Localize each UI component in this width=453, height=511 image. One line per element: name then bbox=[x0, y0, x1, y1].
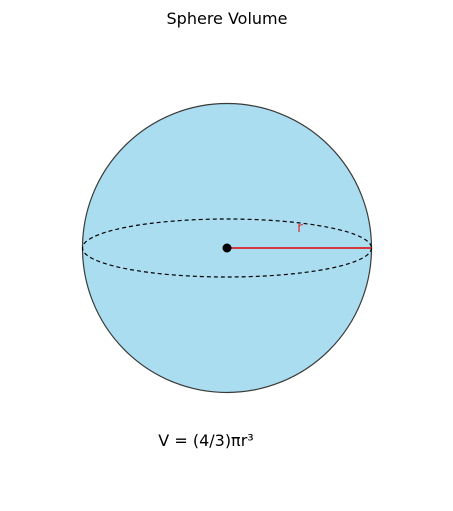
radius-label: r bbox=[297, 220, 303, 236]
diagram-title: Sphere Volume bbox=[167, 9, 288, 28]
center-point bbox=[222, 243, 232, 253]
volume-formula: V = (4/3)πr³ bbox=[158, 431, 253, 450]
